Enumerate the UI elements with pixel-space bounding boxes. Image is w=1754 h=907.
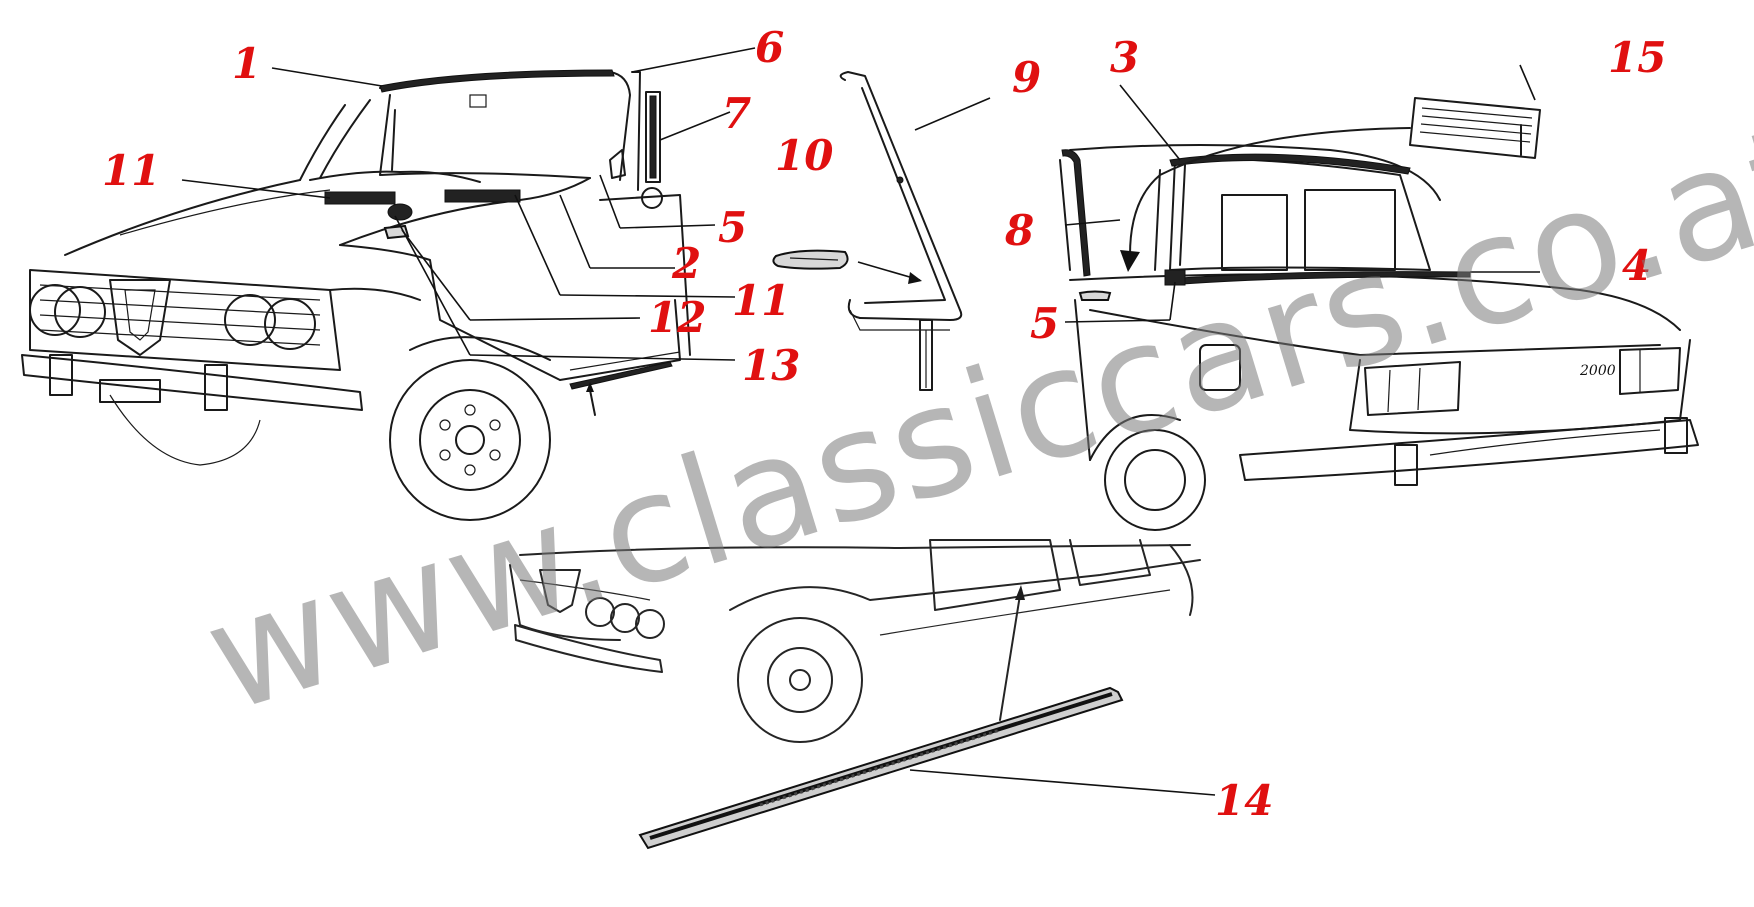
door-handle-part: [772, 249, 922, 284]
callout-labels: 1 2 3 4 5 5 6 7 8 9 10 11 11 12 13 14 15: [102, 23, 1666, 825]
callout-7: 7: [722, 89, 751, 138]
lower-car-drawing: [509, 539, 1201, 743]
callout-9: 9: [1012, 53, 1041, 102]
callout-4: 4: [1622, 241, 1651, 290]
callout-2: 2: [671, 239, 701, 288]
callout-8: 8: [1004, 206, 1034, 255]
model-badge: 2000: [1579, 363, 1616, 379]
callout-11-left: 11: [102, 146, 160, 195]
watermark-text: www.classiccars.co.at: [188, 91, 1754, 746]
callout-1: 1: [232, 39, 261, 88]
callout-5-front: 5: [718, 203, 747, 252]
callout-11-right: 11: [732, 276, 790, 325]
callout-5-rear: 5: [1030, 299, 1059, 348]
callout-12: 12: [648, 293, 706, 342]
callout-14: 14: [1215, 776, 1273, 825]
rear-car-drawing: 2000: [1059, 97, 1699, 531]
callout-13: 13: [742, 341, 800, 390]
callout-6: 6: [755, 23, 784, 72]
front-car-drawing: [21, 69, 691, 521]
callout-3: 3: [1110, 33, 1139, 82]
sill-strip-part: [638, 686, 1124, 850]
leader-lines: [181, 47, 1540, 796]
window-frame-part: [839, 71, 963, 391]
callout-15: 15: [1608, 33, 1666, 82]
callout-10: 10: [775, 131, 833, 180]
